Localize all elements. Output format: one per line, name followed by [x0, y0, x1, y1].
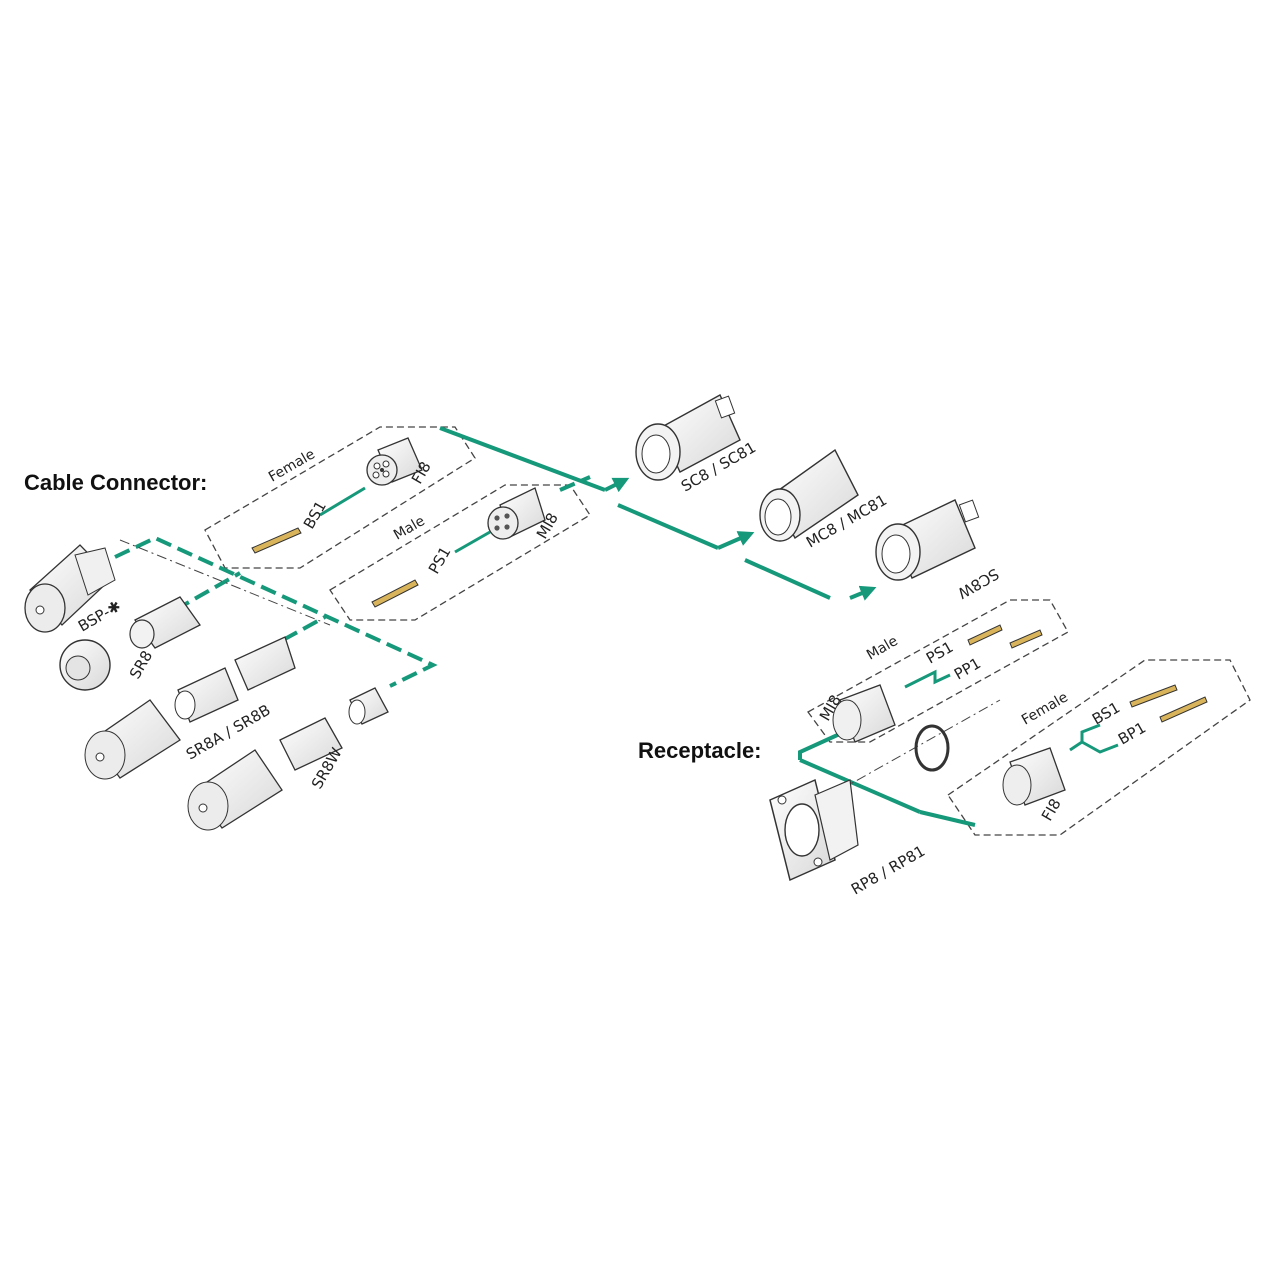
ps1-label: PS1: [425, 544, 455, 577]
sc8-housing: [635, 394, 741, 481]
rp8-rp81-label: RP8 / RP81: [848, 842, 928, 899]
bs1-label: BS1: [300, 498, 330, 532]
receptacle-heading: Receptacle:: [638, 738, 762, 763]
receptacle-male-group-box: [807, 599, 1069, 743]
receptacle-mi8-insert: [832, 684, 896, 743]
receptacle-female-group-label: Female: [1019, 689, 1071, 728]
rp8-flange-receptacle: [769, 778, 859, 882]
cable-connector-heading: Cable Connector:: [24, 470, 208, 495]
sr8a-sr8b-sleeve: [84, 636, 296, 780]
sr8-sleeve: [59, 596, 201, 691]
receptacle-axis-line: [821, 699, 1001, 801]
sc8w-housing: [875, 499, 980, 581]
ps1-pin-contact: [371, 530, 491, 608]
cable-axis-line: [119, 539, 331, 626]
mi8-male-insert: [487, 487, 546, 540]
receptacle-pin-contacts: [967, 624, 1043, 649]
receptacle-pp1-label: PP1: [951, 654, 984, 683]
receptacle-male-group-label: Male: [864, 633, 901, 663]
receptacle-female-group-box: [947, 659, 1251, 836]
cable-assembly-path: [114, 426, 877, 688]
sr8-label: SR8: [126, 647, 156, 682]
male-group-label: Male: [391, 513, 428, 543]
sc8w-label: SC8W: [954, 565, 1002, 603]
receptacle-assembly-path: [798, 669, 1119, 827]
receptacle-fi8-insert: [1002, 747, 1066, 806]
retaining-clip: [914, 724, 950, 772]
receptacle-fi8-label: FI8: [1038, 795, 1065, 824]
mc8-housing: [759, 448, 859, 542]
bs1-socket-contact: [251, 486, 366, 554]
sr8w-sleeve: [187, 687, 389, 831]
receptacle-bs1-label: BS1: [1089, 698, 1123, 728]
female-insert-group-box: [204, 426, 476, 569]
receptacle-bp1-label: BP1: [1115, 718, 1149, 748]
receptacle-ps1-label: PS1: [923, 638, 956, 668]
receptacle-socket-contacts: [1129, 684, 1208, 723]
bsp-boot: [24, 544, 116, 633]
fi8-female-insert: [366, 437, 423, 486]
male-insert-group-box: [329, 484, 591, 621]
